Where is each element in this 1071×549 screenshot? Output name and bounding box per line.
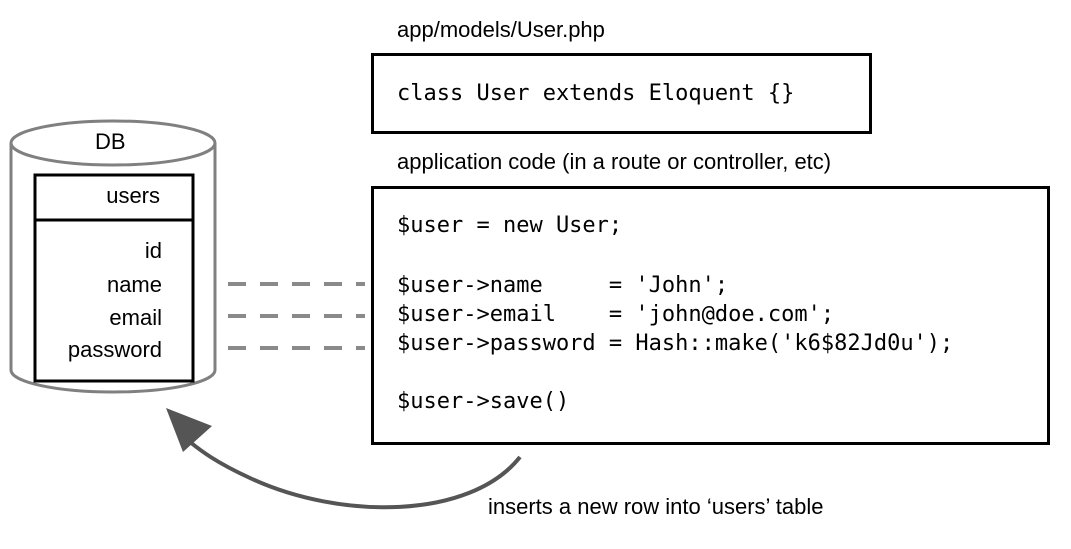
column-name: name: [106, 272, 162, 297]
model-code-box: class User extends Eloquent {}: [371, 53, 872, 134]
users-table-name: users: [106, 183, 160, 208]
app-code-box: $user = new User; $user->name = 'John'; …: [371, 186, 1050, 445]
cylinder-top: [9, 119, 217, 167]
model-class-code: class User extends Eloquent {}: [397, 81, 795, 106]
insert-arrow-head: [166, 408, 212, 452]
code-line: $user = new User;: [397, 213, 623, 238]
insert-caption: inserts a new row into ‘users’ table: [488, 494, 824, 519]
code-line-save: $user->save(): [397, 389, 570, 414]
code-line-email: $user->email = 'john@doe.com';: [397, 302, 835, 327]
column-password: password: [67, 337, 162, 362]
column-id: id: [144, 238, 162, 263]
code-line-name: $user->name = 'John';: [397, 273, 729, 298]
model-file-path-label: app/models/User.php: [397, 17, 605, 42]
column-email: email: [109, 305, 162, 330]
db-title: DB: [95, 129, 126, 154]
insert-arrow-curve: [188, 440, 522, 510]
app-code-label: application code (in a route or controll…: [397, 149, 832, 174]
users-table-box: [33, 173, 195, 383]
code-line-password: $user->password = Hash::make('k6$82Jd0u'…: [397, 331, 954, 356]
